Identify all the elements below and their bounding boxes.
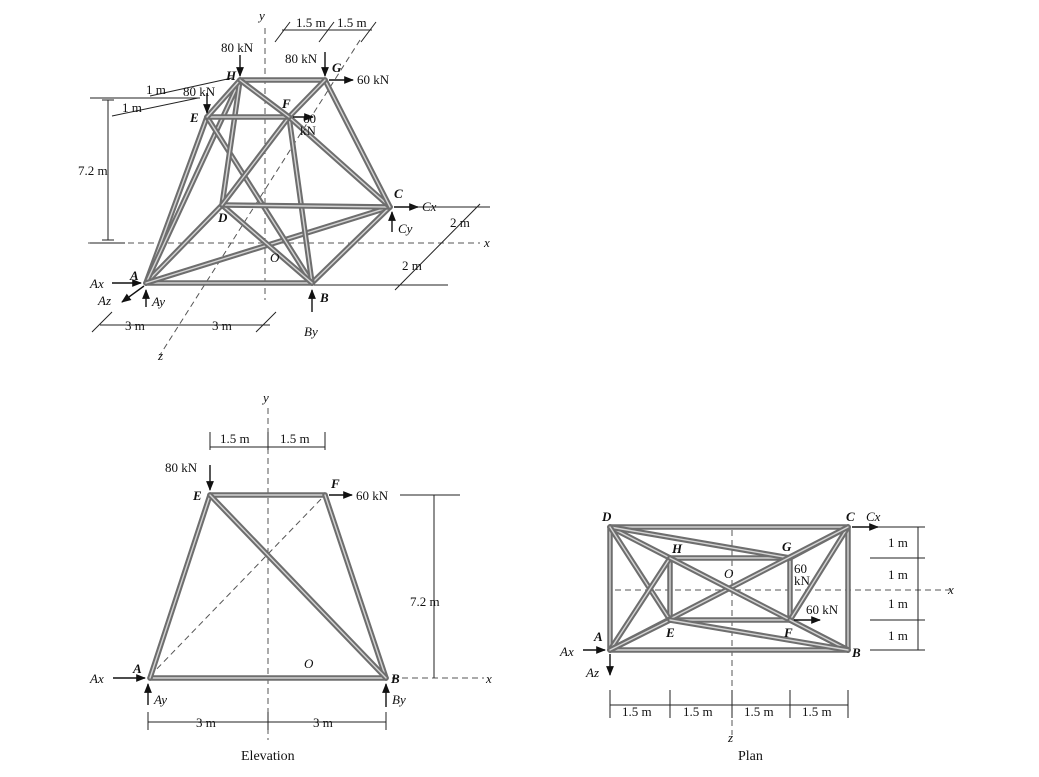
- elev-dim-top-1: 1.5 m: [220, 431, 250, 446]
- plan-load-f: 60 kN: [806, 602, 839, 617]
- elev-dim-height: 7.2 m: [410, 594, 440, 609]
- plan-node-b: B: [851, 645, 861, 660]
- plan-dim-right-1: 1 m: [888, 535, 908, 550]
- iso-node-b: B: [319, 290, 329, 305]
- iso-label-x: x: [483, 235, 490, 250]
- iso-dimensions: [90, 21, 490, 333]
- iso-load-g-down-label: 80 kN: [285, 51, 318, 66]
- elev-reaction-by: By: [392, 692, 406, 707]
- iso-z-axis: [159, 39, 361, 356]
- iso-load-e-label: 80 kN: [183, 84, 216, 99]
- iso-node-f: F: [281, 96, 291, 111]
- iso-dim-top-2: 1.5 m: [337, 15, 367, 30]
- iso-reaction-by: By: [304, 324, 318, 339]
- elev-dashed-diagonal: [149, 494, 326, 677]
- plan-load-g-1: 60: [794, 561, 807, 576]
- plan-dimensions: [609, 526, 925, 718]
- plan-dim-bottom-3: 1.5 m: [744, 704, 774, 719]
- iso-node-e: E: [189, 110, 199, 125]
- plan-node-h: H: [671, 541, 683, 556]
- elev-node-f: F: [330, 476, 340, 491]
- plan-members: [607, 524, 851, 653]
- iso-label-z: z: [157, 348, 163, 363]
- iso-node-c: C: [394, 186, 403, 201]
- elev-caption: Elevation: [241, 749, 295, 764]
- elev-label-x: x: [485, 671, 492, 686]
- elev-members: [147, 492, 389, 681]
- plan-node-g: G: [782, 539, 792, 554]
- isometric-view: y x z H G E F D C A B O 80 kN 80 kN 60 k…: [78, 8, 490, 363]
- elev-load-e-label: 80 kN: [165, 460, 198, 475]
- iso-dim-left-1: 1 m: [146, 82, 166, 97]
- plan-node-c: C: [846, 509, 855, 524]
- plan-reaction-az: Az: [585, 665, 599, 680]
- iso-dim-bottom-1: 3 m: [125, 318, 145, 333]
- elev-label-o: O: [304, 656, 314, 671]
- plan-dim-bottom-2: 1.5 m: [683, 704, 713, 719]
- elev-dim-bottom-2: 3 m: [313, 715, 333, 730]
- elev-dim-top-2: 1.5 m: [280, 431, 310, 446]
- iso-load-f-label-2: kN: [300, 123, 317, 138]
- iso-dim-height: 7.2 m: [78, 163, 108, 178]
- iso-label-o: O: [270, 250, 280, 265]
- iso-load-g-right-label: 60 kN: [357, 72, 390, 87]
- iso-dim-bottom-2: 3 m: [212, 318, 232, 333]
- elev-load-f-label: 60 kN: [356, 488, 389, 503]
- iso-load-h-label: 80 kN: [221, 40, 254, 55]
- iso-reaction-ax: Ax: [89, 276, 104, 291]
- plan-label-o: O: [724, 566, 734, 581]
- elev-dimensions: [147, 432, 460, 730]
- elev-label-y: y: [261, 390, 269, 405]
- iso-reaction-ay: Ay: [151, 294, 165, 309]
- plan-label-x: x: [947, 582, 954, 597]
- iso-node-h: H: [225, 68, 237, 83]
- iso-dim-right-2: 2 m: [402, 258, 422, 273]
- iso-node-g: G: [332, 60, 342, 75]
- iso-load-f-label-1: 60: [303, 111, 316, 126]
- elev-node-e: E: [192, 488, 202, 503]
- iso-node-d: D: [217, 210, 228, 225]
- elevation-view: y x E F A B O 80 kN 60 kN Ax Ay By 1.5 m…: [89, 390, 492, 764]
- iso-node-a: A: [129, 268, 139, 283]
- iso-dim-top-1: 1.5 m: [296, 15, 326, 30]
- plan-node-a: A: [593, 629, 603, 644]
- plan-dim-right-2: 1 m: [888, 567, 908, 582]
- plan-node-d: D: [601, 509, 612, 524]
- plan-caption: Plan: [738, 749, 763, 764]
- plan-label-z: z: [727, 730, 733, 745]
- plan-reaction-cx: Cx: [866, 509, 881, 524]
- plan-dim-right-3: 1 m: [888, 596, 908, 611]
- elev-reaction-ax: Ax: [89, 671, 104, 686]
- plan-view: D C Cx H G O 60 kN 60 kN E F A B Ax Az x…: [559, 509, 954, 764]
- plan-reaction-ax: Ax: [559, 644, 574, 659]
- iso-reaction-cy: Cy: [398, 221, 413, 236]
- plan-dim-right-4: 1 m: [888, 628, 908, 643]
- plan-node-e: E: [665, 625, 675, 640]
- iso-label-y: y: [257, 8, 265, 23]
- plan-load-g-2: kN: [794, 573, 811, 588]
- plan-dim-bottom-1: 1.5 m: [622, 704, 652, 719]
- iso-reaction-az: Az: [97, 293, 111, 308]
- plan-node-f: F: [783, 625, 793, 640]
- elev-reaction-ay: Ay: [153, 692, 167, 707]
- iso-reaction-az-arrow: [121, 285, 145, 303]
- iso-reaction-cx: Cx: [422, 199, 437, 214]
- elev-dim-bottom-1: 3 m: [196, 715, 216, 730]
- plan-dim-bottom-4: 1.5 m: [802, 704, 832, 719]
- elev-node-a: A: [132, 661, 142, 676]
- elev-node-b: B: [390, 671, 400, 686]
- iso-members: [143, 77, 393, 286]
- iso-dim-left-2: 1 m: [122, 100, 142, 115]
- iso-dim-right-1: 2 m: [450, 215, 470, 230]
